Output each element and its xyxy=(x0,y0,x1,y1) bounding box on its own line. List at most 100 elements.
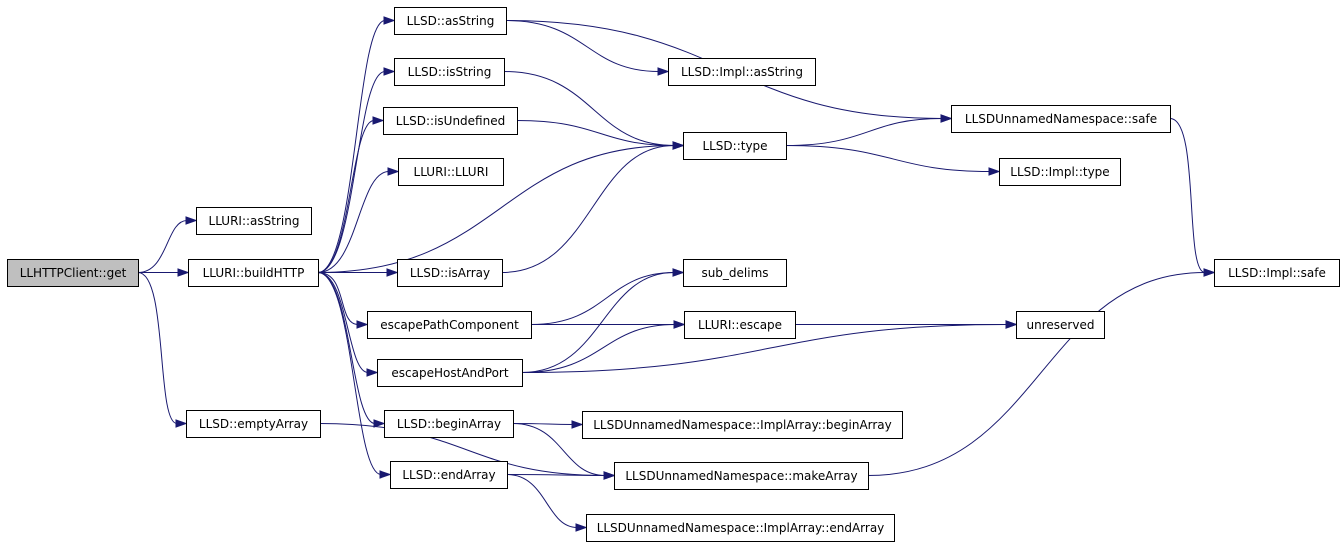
arrow-head xyxy=(673,320,686,329)
node-label: LLSD::isArray xyxy=(410,266,490,280)
edge-llhttpclient-get-to-lluri-asstring xyxy=(137,220,188,273)
node-label: LLSDUnnamedNamespace::makeArray xyxy=(625,469,857,483)
edge-llsd-asstring-to-llsd-impl-asstring xyxy=(505,20,660,72)
arrow-head xyxy=(940,114,953,123)
node-llsd-isstring[interactable]: LLSD::isString xyxy=(394,58,505,86)
node-box xyxy=(186,410,321,438)
edge-lluri-buildhttp-to-escapepathcomponent xyxy=(317,272,359,325)
node-llsd-beginarray[interactable]: LLSD::beginArray xyxy=(384,410,514,438)
node-label: LLSD::isString xyxy=(408,65,492,79)
node-llsd-isarray[interactable]: LLSD::isArray xyxy=(397,259,503,287)
node-llsd-type[interactable]: LLSD::type xyxy=(683,132,787,160)
arrow-head xyxy=(366,368,379,377)
node-llsd-impl-type[interactable]: LLSD::Impl::type xyxy=(999,158,1121,186)
edge-lluri-buildhttp-to-llsd-isundefined xyxy=(317,120,375,273)
node-label: LLURI::asString xyxy=(209,214,300,228)
edge-llsd-endarray-to-llsdunnamednamespace-implarray-endarray xyxy=(506,474,578,528)
node-label: escapePathComponent xyxy=(380,318,519,332)
node-box xyxy=(684,311,796,339)
node-llsdunnamednamespace-safe[interactable]: LLSDUnnamedNamespace::safe xyxy=(951,105,1171,133)
node-box xyxy=(394,7,507,35)
node-box xyxy=(951,105,1171,133)
arrow-head xyxy=(383,16,396,25)
arrow-head xyxy=(386,268,399,277)
edge-lluri-buildhttp-to-lluri-lluri xyxy=(317,171,390,273)
edge-escapepathcomponent-to-sub-delims xyxy=(530,272,675,325)
edge-lluri-buildhttp-to-llsd-type xyxy=(317,145,675,273)
node-unreserved[interactable]: unreserved xyxy=(1016,311,1105,339)
node-llsd-endarray[interactable]: LLSD::endArray xyxy=(390,461,508,489)
node-box xyxy=(377,359,523,387)
node-box xyxy=(668,58,816,86)
edge-llsdunnamednamespace-safe-to-llsd-impl-safe xyxy=(1169,118,1206,273)
arrow-head xyxy=(175,419,188,428)
node-label: LLSD::isUndefined xyxy=(396,114,505,128)
edge-llsd-type-to-llsd-impl-type xyxy=(785,145,991,172)
arrow-head xyxy=(387,167,400,176)
node-sub-delims[interactable]: sub_delims xyxy=(683,259,787,287)
arrow-head xyxy=(575,523,588,532)
node-llhttpclient-get[interactable]: LLHTTPClient::get xyxy=(7,259,139,287)
node-box xyxy=(188,259,319,287)
edge-escapehostandport-to-unreserved xyxy=(521,324,1008,373)
edge-lluri-buildhttp-to-llsd-endarray xyxy=(317,272,382,475)
edges-layer xyxy=(137,16,1216,532)
node-lluri-buildhttp[interactable]: LLURI::buildHTTP xyxy=(188,259,319,287)
arrow-head xyxy=(372,116,385,125)
edge-llsd-isundefined-to-llsd-type xyxy=(516,120,675,146)
node-box xyxy=(999,158,1121,186)
node-box xyxy=(196,207,312,235)
arrow-head xyxy=(672,268,685,277)
edge-lluri-buildhttp-to-llsd-asstring xyxy=(317,20,386,273)
node-llsd-emptyarray[interactable]: LLSD::emptyArray xyxy=(186,410,321,438)
node-escapepathcomponent[interactable]: escapePathComponent xyxy=(367,311,532,339)
node-box xyxy=(683,259,787,287)
node-box xyxy=(683,132,787,160)
arrow-head xyxy=(571,420,584,429)
node-label: LLSDUnnamedNamespace::ImplArray::endArra… xyxy=(597,521,885,535)
node-box xyxy=(1016,311,1105,339)
node-label: LLSDUnnamedNamespace::safe xyxy=(965,112,1157,126)
node-box xyxy=(1214,259,1340,287)
edge-llhttpclient-get-to-llsd-emptyarray xyxy=(137,272,178,424)
node-lluri-asstring[interactable]: LLURI::asString xyxy=(196,207,312,235)
node-label: LLHTTPClient::get xyxy=(20,266,127,280)
node-label: LLSDUnnamedNamespace::ImplArray::beginAr… xyxy=(593,418,892,432)
arrow-head xyxy=(185,216,198,225)
node-llsd-impl-safe[interactable]: LLSD::Impl::safe xyxy=(1214,259,1340,287)
node-box xyxy=(367,311,532,339)
edge-llsd-type-to-llsdunnamednamespace-safe xyxy=(785,118,943,146)
node-llsdunnamednamespace-makearray[interactable]: LLSDUnnamedNamespace::makeArray xyxy=(614,462,869,490)
edge-llsdunnamednamespace-makearray-to-llsd-impl-safe xyxy=(867,272,1206,476)
arrow-head xyxy=(379,470,392,479)
node-box xyxy=(394,58,505,86)
arrow-head xyxy=(373,419,386,428)
node-llsd-asstring[interactable]: LLSD::asString xyxy=(394,7,507,35)
node-box xyxy=(586,514,895,542)
node-box xyxy=(397,259,503,287)
node-label: LLURI::escape xyxy=(698,318,782,332)
node-label: LLSD::type xyxy=(702,139,767,153)
node-box xyxy=(7,259,139,287)
arrow-head xyxy=(672,141,685,150)
node-lluri-lluri[interactable]: LLURI::LLURI xyxy=(398,158,504,186)
edge-llsd-emptyarray-to-llsdunnamednamespace-makearray xyxy=(319,423,606,476)
node-box xyxy=(582,411,903,439)
arrow-head xyxy=(603,471,616,480)
node-label: unreserved xyxy=(1027,318,1095,332)
node-llsd-impl-asstring[interactable]: LLSD::Impl::asString xyxy=(668,58,816,86)
node-label: LLURI::LLURI xyxy=(414,165,489,179)
arrow-head xyxy=(383,67,396,76)
edge-escapehostandport-to-lluri-escape xyxy=(521,324,676,373)
node-llsd-isundefined[interactable]: LLSD::isUndefined xyxy=(383,107,518,135)
node-llsdunnamednamespace-implarray-endarray[interactable]: LLSDUnnamedNamespace::ImplArray::endArra… xyxy=(586,514,895,542)
node-box xyxy=(390,461,508,489)
node-llsdunnamednamespace-implarray-beginarray[interactable]: LLSDUnnamedNamespace::ImplArray::beginAr… xyxy=(582,411,903,439)
arrow-head xyxy=(356,320,369,329)
node-lluri-escape[interactable]: LLURI::escape xyxy=(684,311,796,339)
node-escapehostandport[interactable]: escapeHostAndPort xyxy=(377,359,523,387)
node-box xyxy=(384,410,514,438)
node-label: LLSD::Impl::asString xyxy=(681,65,803,79)
arrow-head xyxy=(1203,268,1216,277)
